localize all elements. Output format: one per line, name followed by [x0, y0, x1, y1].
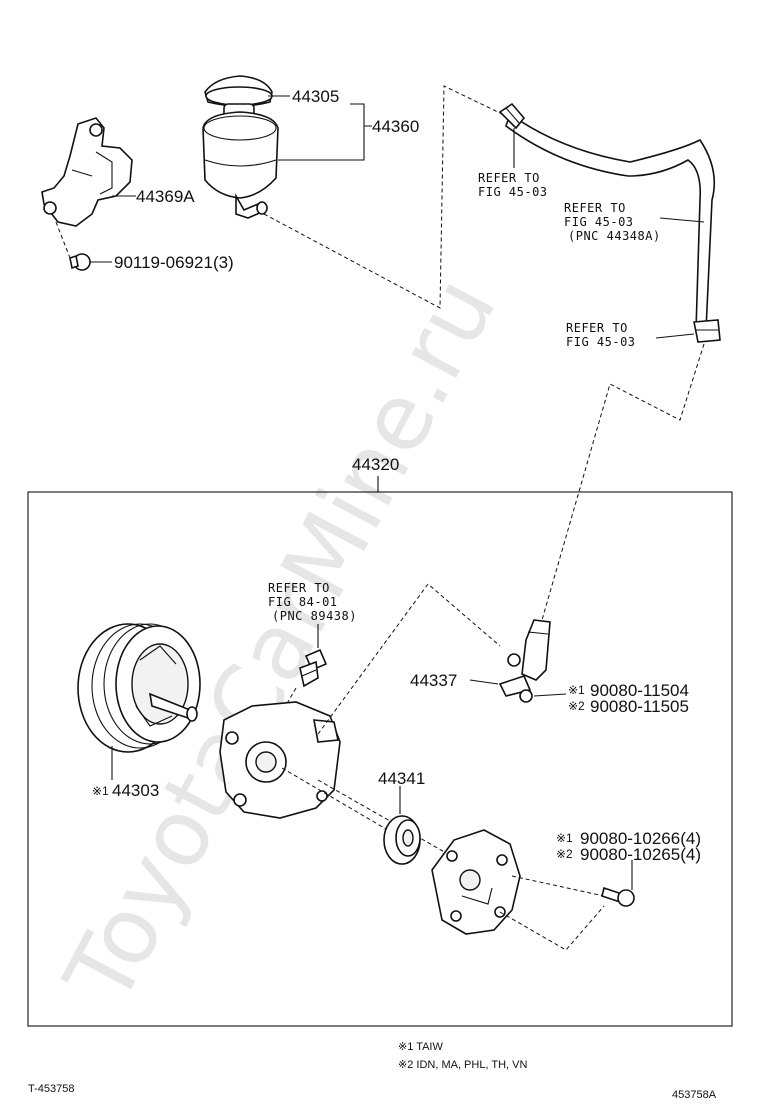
label-44305: 44305 — [292, 87, 339, 106]
reservoir-bracket[interactable] — [41, 117, 133, 227]
label-44341: 44341 — [378, 769, 425, 788]
union-bolt[interactable] — [519, 689, 533, 703]
oil-seal[interactable] — [383, 815, 421, 865]
pressure-union[interactable] — [498, 619, 551, 697]
housing-to-cover-path — [317, 779, 449, 855]
label-44303: 44303 — [112, 781, 159, 800]
ref-hose-mid-3: (PNC 44348A) — [568, 229, 661, 243]
reservoir-to-hose-path — [263, 85, 503, 309]
pump-bolt[interactable] — [601, 886, 635, 907]
label-90080-10265: 90080-10265(4) — [580, 845, 701, 864]
leader-union-bolt — [533, 693, 567, 697]
reservoir-tank[interactable] — [202, 111, 279, 219]
pressure-sensor[interactable] — [299, 648, 328, 688]
ref-hose-bot-2: FIG 45-03 — [566, 335, 636, 349]
ref-sensor-2: FIG 84-01 — [268, 595, 338, 609]
footnote-2: ※2 IDN, MA, PHL, TH, VN — [398, 1059, 527, 1071]
leader-reservoir — [278, 103, 372, 161]
ref-hose-top-2: FIG 45-03 — [478, 185, 548, 199]
label-44369A: 44369A — [136, 187, 195, 206]
figure-id-right: 453758A — [672, 1089, 717, 1101]
pump-pulley[interactable] — [77, 623, 201, 753]
bracket-bolt[interactable] — [69, 253, 91, 271]
cover-to-bolt-path — [499, 875, 605, 951]
label-44360: 44360 — [372, 117, 419, 136]
footnote-1: ※1 TAIW — [398, 1041, 443, 1053]
label-90080-11504: 90080-11504 — [590, 681, 689, 700]
ref-hose-mid-1: REFER TO — [564, 201, 626, 215]
ref-hose-mid-2: FIG 45-03 — [564, 215, 634, 229]
ref-sensor-3: (PNC 89438) — [272, 609, 357, 623]
hose-to-union-path — [541, 343, 705, 621]
leader-hose-mid — [659, 217, 705, 223]
label-44337: 44337 — [410, 671, 457, 690]
leader-union — [469, 679, 499, 685]
label-44320: 44320 — [352, 455, 399, 474]
mark-pump-bolt-1: ※1 — [556, 831, 573, 845]
ref-hose-bot-1: REFER TO — [566, 321, 628, 335]
ref-sensor-1: REFER TO — [268, 581, 330, 595]
label-90080-10266: 90080-10266(4) — [580, 829, 701, 848]
pump-rear-cover[interactable] — [431, 829, 521, 935]
figure-id-left: T-453758 — [28, 1083, 74, 1095]
pump-assembly-box — [27, 491, 733, 1027]
label-90119: 90119-06921(3) — [114, 253, 234, 272]
mark-union-bolt-2: ※2 — [568, 699, 585, 713]
mark-union-bolt-1: ※1 — [568, 683, 585, 697]
housing-to-seal-path — [281, 767, 399, 837]
pump-front-housing[interactable] — [219, 701, 341, 819]
label-90080-11505: 90080-11505 — [590, 697, 689, 716]
return-hose[interactable] — [498, 102, 721, 343]
ref-hose-top-1: REFER TO — [478, 171, 540, 185]
leader-hose-bot — [655, 333, 695, 339]
mark-pulley: ※1 — [92, 784, 109, 798]
mark-pump-bolt-2: ※2 — [556, 847, 573, 861]
bracket-bolt-axis — [55, 221, 71, 259]
